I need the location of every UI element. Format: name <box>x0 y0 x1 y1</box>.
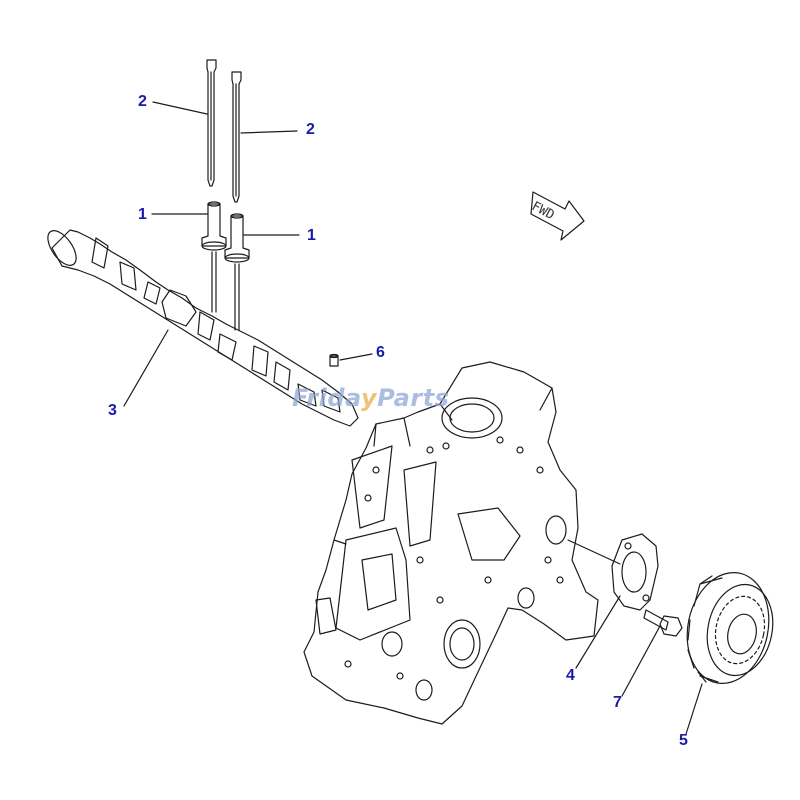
bolt <box>643 609 683 637</box>
callout-2-left: 2 <box>138 93 147 110</box>
callout-6: 6 <box>376 344 385 361</box>
callout-2-right: 2 <box>306 121 315 138</box>
push-rod-left <box>206 59 217 187</box>
gasket <box>611 533 659 611</box>
tappet-left <box>201 201 227 251</box>
callout-3: 3 <box>108 402 117 419</box>
plug <box>329 353 339 367</box>
fwd-arrow-icon <box>530 191 585 241</box>
push-rod-right <box>231 71 242 203</box>
callout-1-right: 1 <box>307 227 316 244</box>
callout-7: 7 <box>613 694 622 711</box>
callout-4: 4 <box>566 667 575 684</box>
tappet-right <box>224 213 250 263</box>
callout-5: 5 <box>679 732 688 749</box>
timing-gear <box>686 571 774 685</box>
watermark-logo: FridayParts <box>292 384 450 412</box>
callout-1-left: 1 <box>138 206 147 223</box>
camshaft <box>47 229 359 427</box>
engine-block <box>303 361 599 725</box>
